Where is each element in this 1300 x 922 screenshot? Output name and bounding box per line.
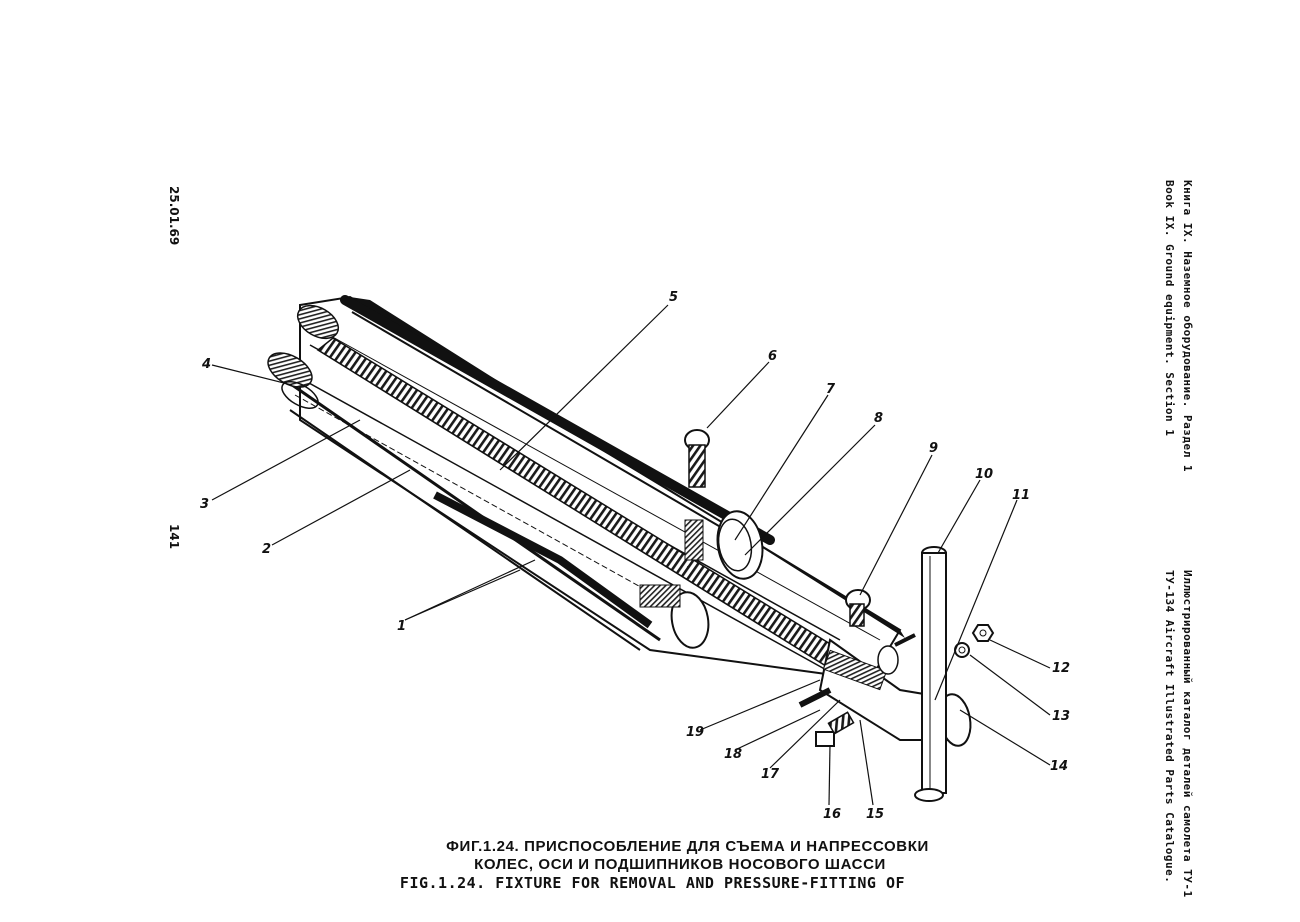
callout-12: 12	[1052, 661, 1070, 676]
threaded-screw	[316, 337, 842, 667]
callout-numbers: 1 2 3 4 5 6 7 8 9 10 11 12 13 14 15 16 1…	[200, 290, 1070, 822]
callout-2: 2	[262, 542, 271, 557]
figure-caption-en-line1: FIG.1.24. FIXTURE FOR REMOVAL AND PRESSU…	[399, 874, 906, 892]
callout-9: 9	[929, 441, 938, 456]
handle-bar-10	[914, 546, 947, 802]
callout-15: 15	[866, 807, 884, 822]
bolt-6	[684, 429, 710, 488]
bolt-9	[845, 589, 871, 627]
callout-8: 8	[874, 411, 883, 426]
figure-caption-ru-line1: ФИГ.1.24. ПРИСПОСОБЛЕНИЕ ДЛЯ СЪЕМА И НАП…	[446, 838, 929, 855]
callout-18: 18	[724, 747, 742, 762]
callout-10: 10	[975, 467, 993, 482]
callout-11: 11	[1012, 488, 1030, 503]
tube-body	[284, 295, 905, 682]
callout-13: 13	[1052, 709, 1070, 724]
callout-4: 4	[201, 357, 211, 372]
callout-1: 1	[397, 619, 406, 634]
bolt-16	[815, 711, 855, 747]
callout-7: 7	[826, 382, 836, 397]
middle-collar	[639, 510, 764, 649]
callout-16: 16	[823, 807, 841, 822]
leader-lines	[211, 304, 1051, 806]
figure-caption-ru-line2: КОЛЕС, ОСИ И ПОДШИПНИКОВ НОСОВОГО ШАССИ	[474, 856, 886, 873]
callout-17: 17	[761, 767, 780, 782]
callout-14: 14	[1050, 759, 1068, 774]
callout-3: 3	[200, 497, 209, 512]
callout-19: 19	[686, 725, 704, 740]
left-end-rings	[267, 304, 340, 409]
nut-12	[971, 624, 995, 642]
callout-5: 5	[669, 290, 678, 305]
callout-6: 6	[768, 349, 777, 364]
